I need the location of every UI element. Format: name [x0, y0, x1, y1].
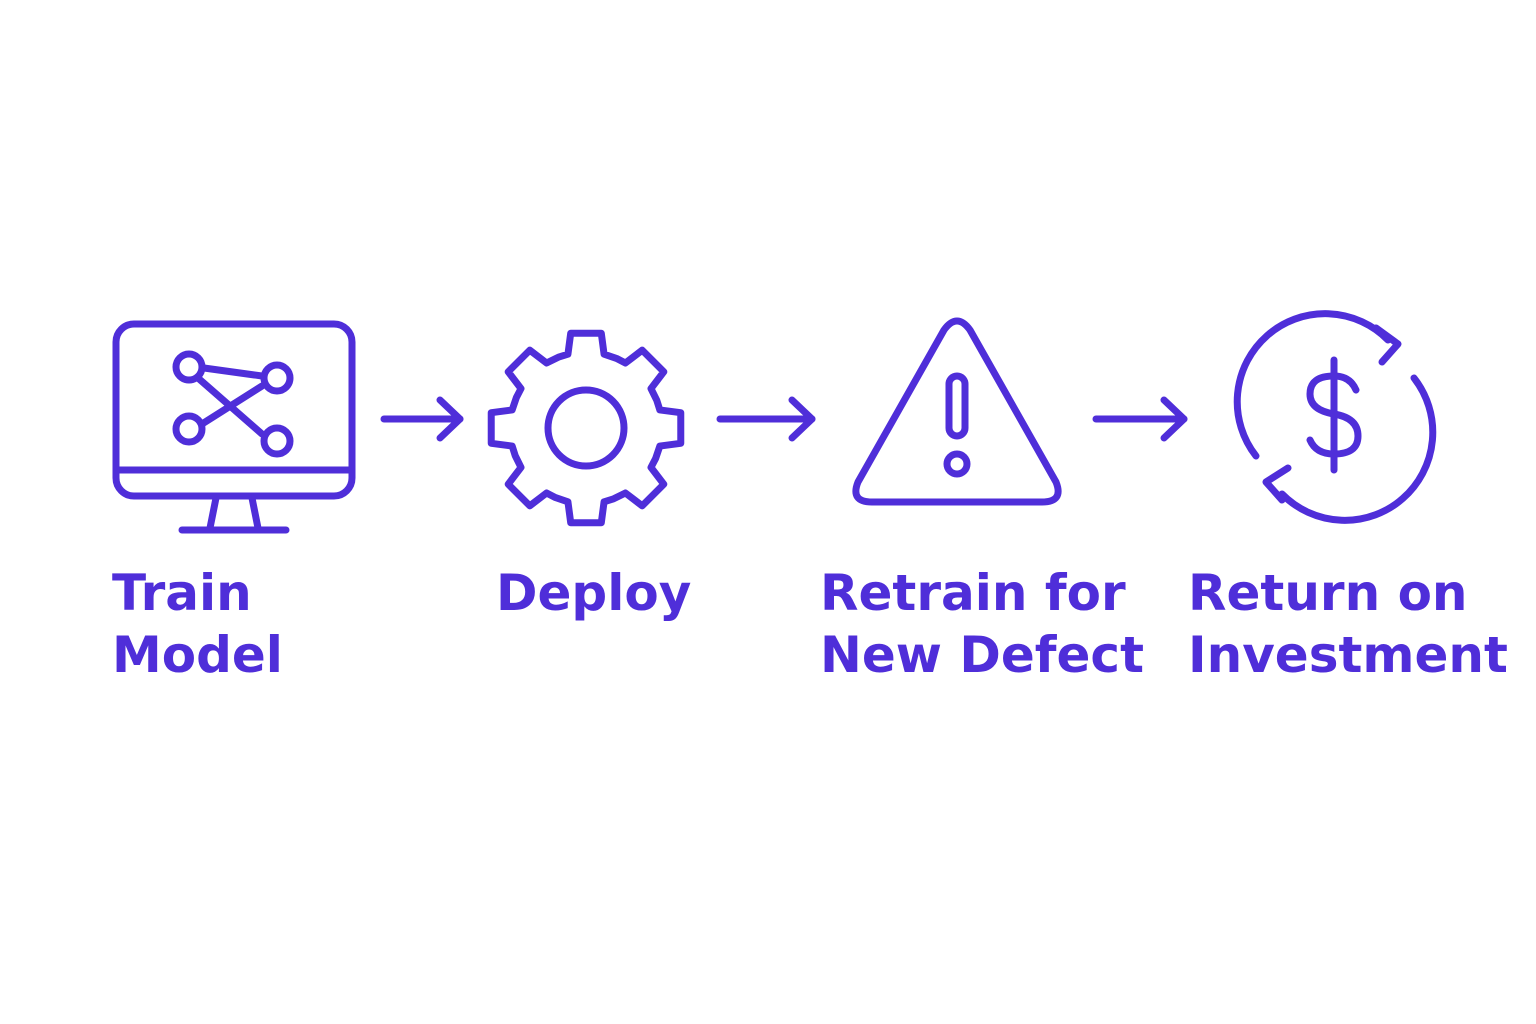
warning-triangle-icon: [850, 317, 1064, 508]
gear-icon: [484, 326, 688, 530]
step-label: Retrain for New Defect: [820, 562, 1144, 686]
arrow-right-icon: [1092, 394, 1192, 444]
step-label-line2: Model: [112, 626, 283, 684]
step-label-line1: Train: [112, 564, 252, 622]
step-label: Train Model: [112, 562, 283, 686]
step-label-line1: Deploy: [496, 564, 692, 622]
step-label: Deploy: [496, 562, 691, 624]
step-label-line1: Retrain for: [820, 564, 1126, 622]
dollar-cycle-icon: [1233, 310, 1437, 524]
step-label: Return on Investment: [1188, 562, 1508, 686]
arrow-right-icon: [716, 394, 820, 444]
step-label-line1: Return on: [1188, 564, 1468, 622]
step-label-line2: Investment: [1188, 626, 1508, 684]
monitor-network-icon: [112, 320, 356, 536]
arrow-right-icon: [380, 394, 470, 444]
step-label-line2: New Defect: [820, 626, 1144, 684]
